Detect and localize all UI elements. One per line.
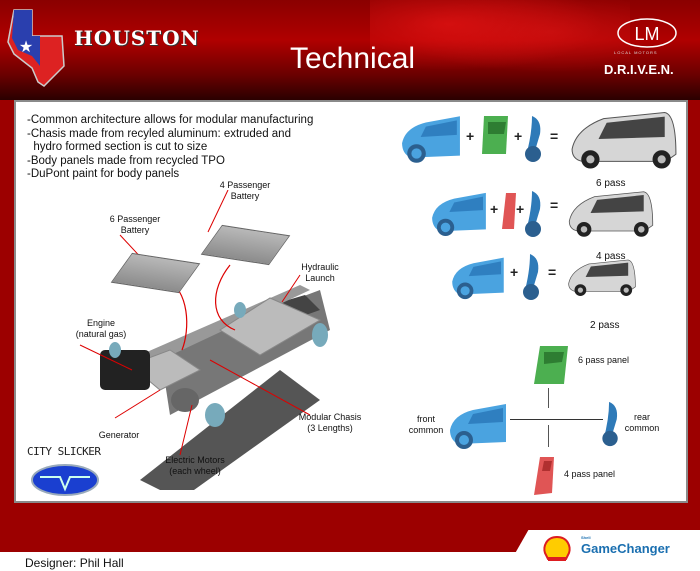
svg-text:LM: LM — [634, 24, 659, 44]
module-connector-horizontal — [510, 419, 603, 420]
sponsor-area — [505, 530, 700, 571]
rear-common-module — [522, 252, 542, 302]
plus-operator: + — [514, 128, 523, 144]
red-4-pass-panel — [502, 193, 516, 229]
chassis-illustration — [79, 190, 330, 490]
config-row-2-pass: + = 2 pass — [450, 252, 690, 332]
header-banner: ★ HOUSTON Technical LM LOCAL MOTORS D.R.… — [0, 0, 700, 100]
feature-item: -Chasis made from recyled aluminum: extr… — [27, 127, 291, 140]
label-hydraulic-launch: Hydraulic Launch — [301, 262, 339, 283]
front-common-module — [400, 112, 462, 164]
front-common-module — [430, 189, 488, 237]
local-motors-text: LOCAL MOTORS — [614, 50, 658, 55]
feature-list: -Common architecture allows for modular … — [27, 114, 313, 182]
green-6-pass-panel — [482, 116, 508, 154]
label-modular-chassis: Modular Chasis (3 Lengths) — [298, 412, 362, 433]
front-common-module-large — [447, 400, 509, 450]
config-result: 6 pass — [596, 178, 626, 189]
driven-tagline: D.R.I.V.E.N. — [604, 62, 674, 77]
svg-text:★: ★ — [19, 39, 33, 56]
6-pass-panel-module — [534, 346, 568, 384]
label-front-common: front common — [408, 414, 444, 435]
equals-operator: = — [550, 197, 559, 213]
feature-item: hydro formed section is cut to size — [27, 141, 208, 153]
plus-operator: + — [516, 201, 525, 217]
texas-flag-icon: ★ — [7, 9, 65, 87]
sponsor-small-text: Shell — [581, 535, 591, 540]
label-4-passenger-battery: 4 Passenger Battery — [219, 180, 271, 201]
plus-operator: + — [510, 264, 519, 280]
6-pass-car — [568, 108, 680, 170]
rear-common-module — [524, 114, 544, 164]
module-connector-down — [548, 425, 549, 447]
2-pass-car — [566, 252, 638, 302]
plus-operator: + — [490, 201, 499, 217]
world-map-background — [370, 0, 630, 80]
label-engine: Engine (natural gas) — [75, 318, 127, 339]
local-motors-logo-icon: LM — [617, 18, 677, 48]
city-title: HOUSTON — [74, 26, 200, 50]
label-6-passenger-battery: 6 Passenger Battery — [109, 214, 161, 235]
content-panel — [14, 100, 688, 503]
config-result: 4 pass — [596, 251, 626, 262]
feature-item: -DuPont paint for body panels — [27, 168, 180, 180]
label-6-pass-panel: 6 pass panel — [578, 355, 630, 365]
label-electric-motors: Electric Motors (each wheel) — [165, 455, 225, 476]
label-rear-common: rear common — [624, 412, 660, 433]
module-connector-up — [548, 388, 549, 408]
sponsor-name: GameChanger — [581, 541, 670, 556]
product-name: CITY SLICKER — [27, 445, 101, 458]
designer-credit: Designer: Phil Hall — [25, 556, 124, 570]
feature-item: -Common architecture allows for modular … — [27, 114, 314, 126]
label-generator: Generator — [98, 430, 140, 440]
config-result: 2 pass — [590, 320, 620, 331]
city-slicker-logo-icon — [31, 464, 99, 496]
4-pass-panel-module — [534, 457, 554, 495]
config-row-6-pass: + + = 6 pass — [400, 112, 690, 189]
feature-item: -Body panels made from recycled TPO — [27, 154, 225, 167]
plus-operator: + — [466, 128, 475, 144]
config-row-4-pass: + + = 4 pass — [430, 185, 690, 262]
rear-common-module-large — [600, 400, 622, 448]
page-title: Technical — [290, 42, 416, 75]
front-common-module — [450, 254, 506, 300]
equals-operator: = — [548, 264, 557, 280]
shell-logo-icon — [543, 535, 571, 561]
rear-common-module — [524, 189, 544, 239]
label-4-pass-panel: 4 pass panel — [564, 469, 616, 479]
4-pass-car — [566, 187, 656, 239]
equals-operator: = — [550, 128, 559, 144]
